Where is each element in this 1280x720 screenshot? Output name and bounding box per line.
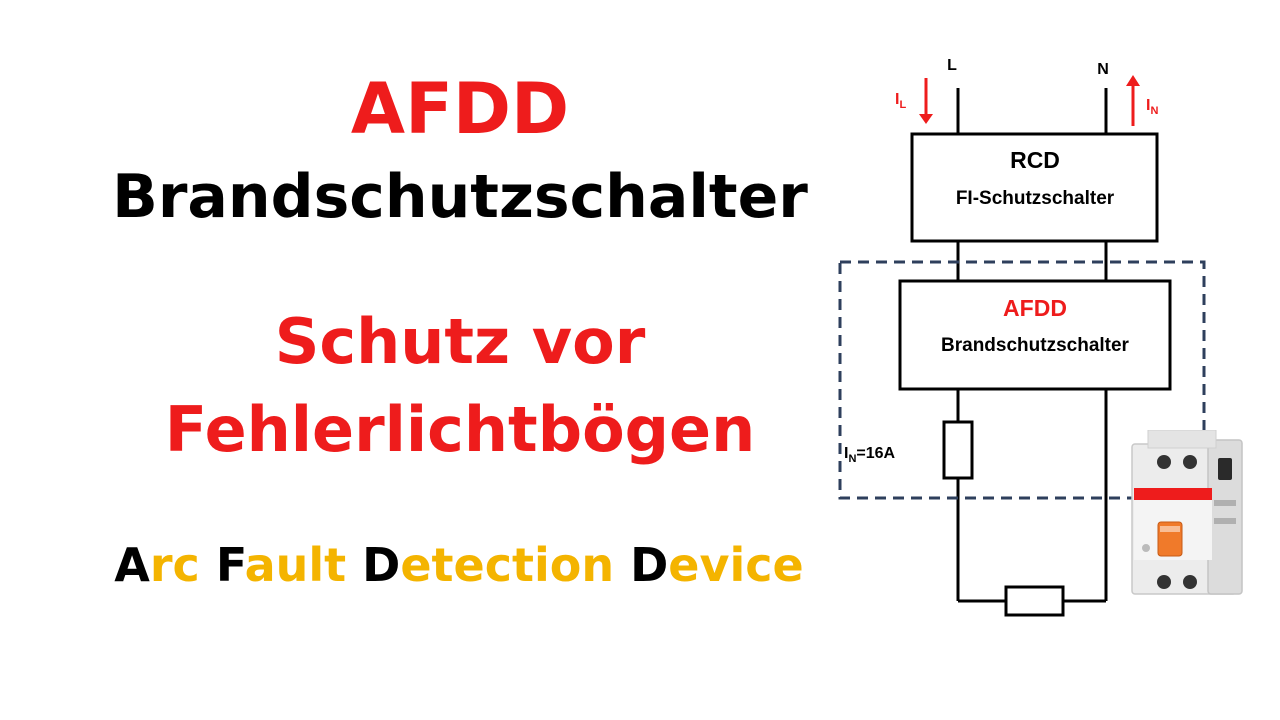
terminal-screw-icon <box>1157 575 1171 589</box>
lever-highlight <box>1160 526 1180 532</box>
test-button-icon <box>1142 544 1150 552</box>
afdd-dashed-frame <box>838 260 1206 500</box>
terminal-screw-icon <box>1183 575 1197 589</box>
acronym-rest: ault <box>244 538 363 592</box>
acronym-letter: F <box>215 538 245 592</box>
acronym-letter: D <box>630 538 669 592</box>
fuse-symbol <box>942 420 974 480</box>
side-detail <box>1214 500 1236 506</box>
label-l: L <box>947 57 957 74</box>
afdd-box-subtitle: Brandschutzschalter <box>941 335 1130 356</box>
title-brandschutzschalter: Brandschutzschalter <box>112 162 808 232</box>
current-l-label: IL <box>895 91 906 111</box>
subtitle-line-2: Fehlerlichtbögen <box>164 393 756 466</box>
terminal-screw-icon <box>1183 455 1197 469</box>
title-block: AFDD Brandschutzschalter Schutz vor Fehl… <box>0 68 919 592</box>
subtitle-line-1: Schutz vor <box>274 305 646 378</box>
side-detail <box>1214 518 1236 524</box>
load-resistor-symbol <box>1004 585 1065 617</box>
acronym-letter: D <box>362 538 401 592</box>
rcd-box <box>910 132 1159 243</box>
afdd-device-photo <box>1131 430 1243 595</box>
afdd-box <box>898 279 1172 391</box>
title-afdd: AFDD <box>350 68 570 150</box>
rcd-title: RCD <box>1010 147 1060 173</box>
terminal-screw-icon <box>1157 455 1171 469</box>
device-red-band <box>1134 488 1212 500</box>
rcd-subtitle: FI-Schutzschalter <box>956 188 1115 209</box>
arrow-down-icon-head <box>919 114 933 124</box>
label-n: N <box>1097 61 1109 78</box>
acronym-letter: A <box>114 538 150 592</box>
arrow-up-icon-head <box>1126 75 1140 86</box>
fuse-rating-label: IN=16A <box>844 445 896 465</box>
acronym-rest: rc <box>149 538 216 592</box>
current-n-label: IN <box>1146 97 1158 117</box>
acronym-rest: evice <box>668 538 804 592</box>
acronym-expansion: Arc Fault Detection Device <box>0 538 919 592</box>
device-top <box>1147 430 1217 449</box>
device-label-plate <box>1218 458 1232 480</box>
afdd-box-title: AFDD <box>1003 295 1067 321</box>
acronym-rest: etection <box>400 538 631 592</box>
